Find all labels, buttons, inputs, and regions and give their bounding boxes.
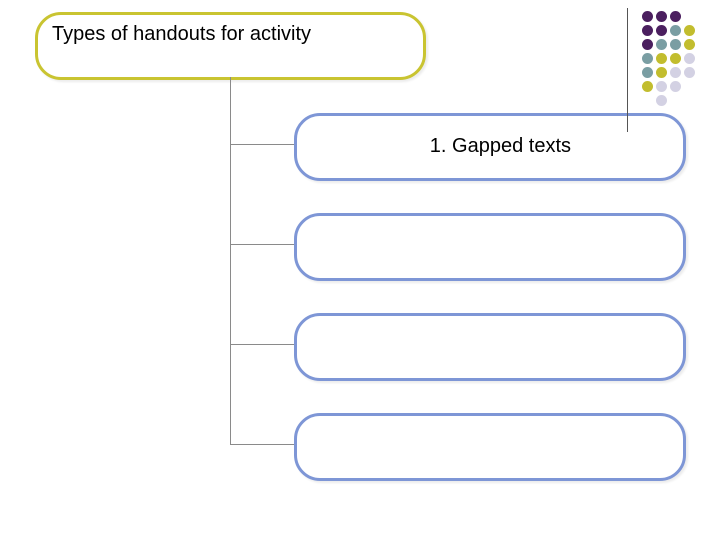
decorative-dot (684, 39, 695, 50)
child-node-4 (294, 413, 686, 481)
decorative-dot (670, 53, 681, 64)
decorative-dot (656, 53, 667, 64)
tree-connector-1 (230, 144, 296, 145)
decorative-dot (656, 25, 667, 36)
decorative-dot (670, 25, 681, 36)
tree-connector-2 (230, 244, 296, 245)
decorative-dot (642, 11, 653, 22)
tree-connector-4 (230, 444, 296, 445)
decorative-dot (642, 67, 653, 78)
decorative-dot (684, 67, 695, 78)
decorative-dot (656, 81, 667, 92)
decorative-dot (642, 25, 653, 36)
root-node-label: Types of handouts for activity (52, 23, 312, 45)
decorative-dot (670, 39, 681, 50)
decorative-dot (656, 39, 667, 50)
decorative-dot (642, 81, 653, 92)
decorative-dot (642, 39, 653, 50)
decorative-dot (642, 53, 653, 64)
decorative-dot (656, 67, 667, 78)
tree-connector-vertical (230, 77, 231, 444)
decorative-dot (670, 11, 681, 22)
child-node-1: 1. Gapped texts (294, 113, 686, 181)
child-node-3 (294, 313, 686, 381)
child-node-label: 1. Gapped texts (429, 135, 571, 157)
child-node-2 (294, 213, 686, 281)
decorative-dot (656, 95, 667, 106)
tree-connector-3 (230, 344, 296, 345)
decorative-line (627, 8, 628, 132)
decorative-dot (684, 53, 695, 64)
decorative-dot (684, 25, 695, 36)
decorative-dot (670, 67, 681, 78)
decorative-dot (656, 11, 667, 22)
decorative-dot (670, 81, 681, 92)
